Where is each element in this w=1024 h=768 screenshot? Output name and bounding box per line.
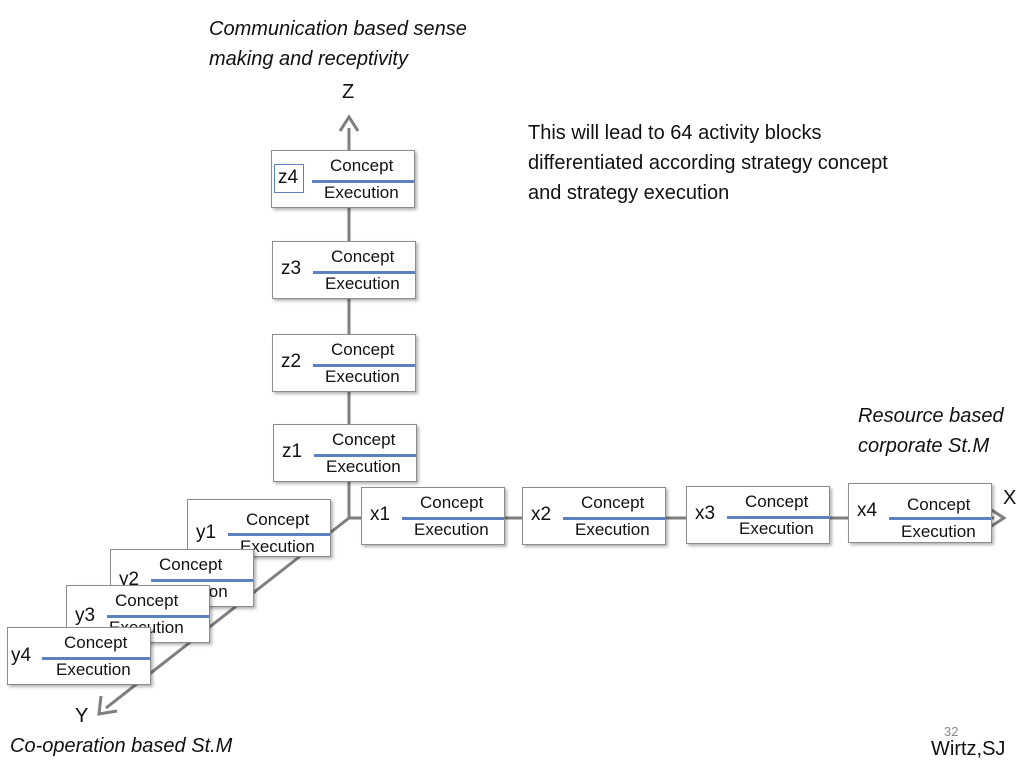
block-execution-label: Execution xyxy=(575,520,650,539)
block-concept-label: Concept xyxy=(64,633,128,652)
block-id: z2 xyxy=(281,351,302,372)
block-divider xyxy=(42,657,150,660)
author-label: Wirtz,SJ xyxy=(931,738,1006,760)
block-execution-label: Execution xyxy=(414,520,489,539)
x-axis-caption-line-1: Resource based xyxy=(858,405,1004,427)
block-concept-label: Concept xyxy=(581,493,645,512)
block-concept-label: Concept xyxy=(330,156,394,175)
block-divider xyxy=(312,180,414,183)
block-divider xyxy=(313,271,415,274)
activity-block-y4: y4 Concept Execution xyxy=(7,627,151,685)
block-execution-label: Execution xyxy=(901,522,976,541)
x-axis-name: X xyxy=(1003,487,1017,509)
main-text-line-3: and strategy execution xyxy=(528,182,730,204)
block-execution-label: Execution xyxy=(56,660,131,679)
block-execution-label: Execution xyxy=(240,537,315,556)
block-divider xyxy=(228,533,330,536)
activity-block-y1: y1 Concept Execution xyxy=(187,499,331,557)
block-concept-label: Concept xyxy=(246,510,310,529)
activity-block-z1: z1 Concept Execution xyxy=(273,424,417,482)
activity-block-x1: x1 Concept Execution xyxy=(361,487,505,545)
y-axis-name: Y xyxy=(75,705,89,727)
page-number: 32 xyxy=(944,724,959,739)
block-id: x3 xyxy=(695,503,716,524)
block-execution-label: Execution xyxy=(739,519,814,538)
y-axis-caption: Co-operation based St.M xyxy=(10,735,233,757)
z-axis-caption-line-1: Communication based sense xyxy=(209,18,467,40)
block-divider xyxy=(313,364,415,367)
activity-block-x4: x4 Concept Execution xyxy=(848,483,992,543)
activity-block-z2: z2 Concept Execution xyxy=(272,334,416,392)
block-execution-label: Execution xyxy=(326,457,401,476)
block-concept-label: Concept xyxy=(907,495,971,514)
block-id: y3 xyxy=(75,605,96,626)
block-divider xyxy=(151,579,253,582)
block-execution-label: Execution xyxy=(325,274,400,293)
block-divider xyxy=(107,615,209,618)
z-axis-caption-line-2: making and receptivity xyxy=(209,48,408,70)
block-id: z1 xyxy=(282,441,303,462)
block-concept-label: Concept xyxy=(159,555,223,574)
main-text-line-2: differentiated according strategy concep… xyxy=(528,152,888,174)
main-text-line-1: This will lead to 64 activity blocks xyxy=(528,122,822,144)
block-divider xyxy=(314,454,416,457)
block-execution-label: Execution xyxy=(324,183,399,202)
block-concept-label: Concept xyxy=(115,591,179,610)
block-id: y2 xyxy=(119,569,140,590)
block-execution-label: Execution xyxy=(325,367,400,386)
block-id: x4 xyxy=(857,500,878,521)
block-id: x1 xyxy=(370,504,391,525)
block-id: x2 xyxy=(531,504,552,525)
activity-block-x3: x3 Concept Execution xyxy=(686,486,830,544)
block-concept-label: Concept xyxy=(420,493,484,512)
block-concept-label: Concept xyxy=(331,247,395,266)
activity-block-x2: x2 Concept Execution xyxy=(522,487,666,545)
z-axis-arrowhead xyxy=(338,114,360,132)
block-id: z4 xyxy=(274,164,305,193)
x-axis-caption-line-2: corporate St.M xyxy=(858,435,990,457)
y-axis-arrowhead xyxy=(97,695,118,716)
activity-block-z3: z3 Concept Execution xyxy=(272,241,416,299)
block-concept-label: Concept xyxy=(331,340,395,359)
block-concept-label: Concept xyxy=(332,430,396,449)
block-divider xyxy=(402,517,504,520)
activity-block-z4: z4 Concept Execution xyxy=(271,150,415,208)
x-axis-arrowhead xyxy=(989,507,1007,529)
block-divider xyxy=(889,517,991,520)
block-id: z3 xyxy=(281,258,302,279)
main-text: This will lead to 64 activity blocks dif… xyxy=(528,118,968,208)
z-axis-name: Z xyxy=(342,81,355,103)
block-divider xyxy=(727,516,829,519)
block-divider xyxy=(563,517,665,520)
block-id: y4 xyxy=(11,645,32,666)
block-id: y1 xyxy=(196,522,217,543)
block-concept-label: Concept xyxy=(745,492,809,511)
